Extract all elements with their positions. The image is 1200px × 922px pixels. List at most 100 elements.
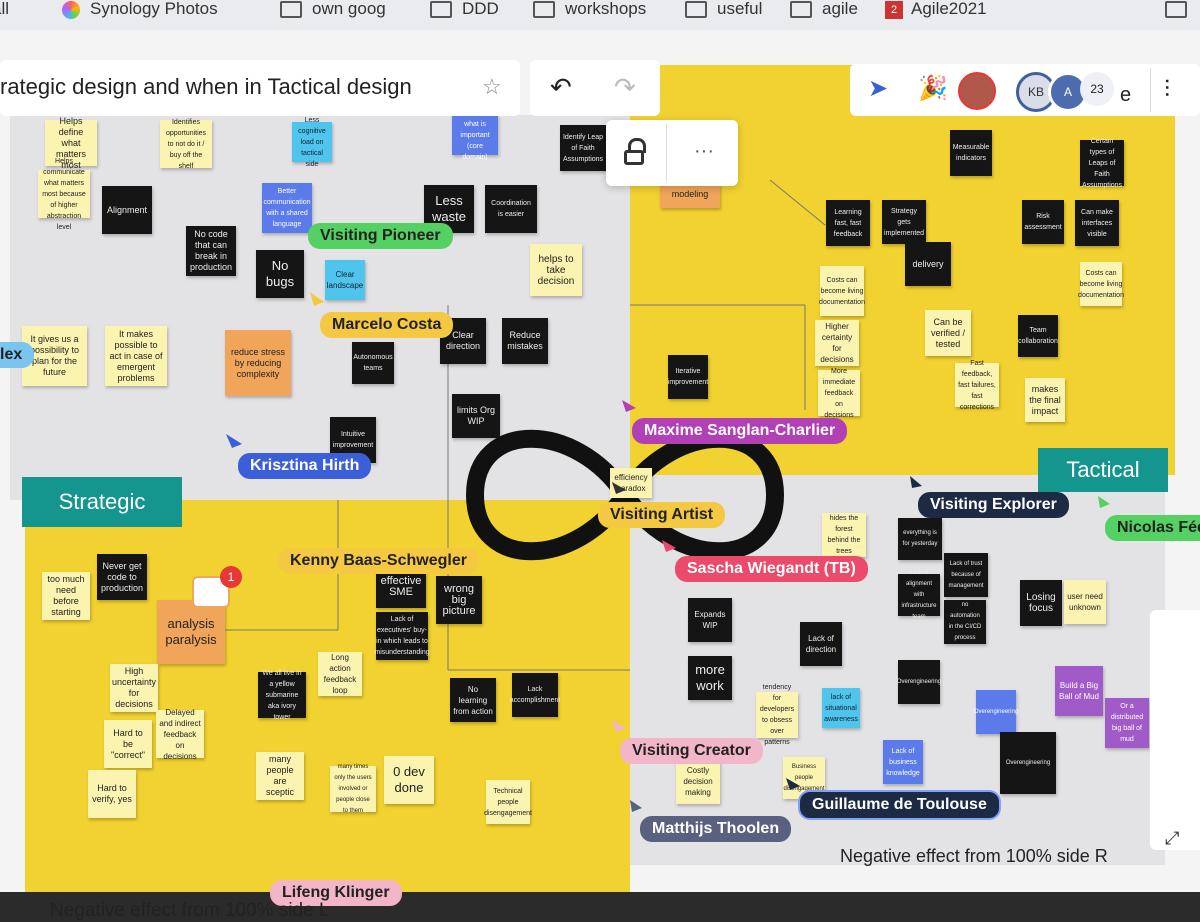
sticky-note[interactable]: Hard to be "correct"	[104, 720, 152, 768]
sticky-note[interactable]: tendency for developers to obsess over p…	[756, 684, 798, 746]
sticky-note[interactable]: Higher certainty for decisions	[815, 320, 859, 366]
sticky-note[interactable]: Losing focus	[1020, 580, 1062, 626]
sticky-note[interactable]: Autonomous teams	[352, 342, 394, 384]
whiteboard-canvas[interactable]: efficiency paradox Strategic Tactical He…	[0, 30, 1200, 921]
sticky-note[interactable]: analysis paralysis	[157, 600, 225, 664]
sticky-note[interactable]: Costly decision making	[676, 758, 720, 804]
sticky-note[interactable]: Less cognitive load on tactical side	[292, 117, 332, 168]
sticky-note[interactable]: Lack of trust because of management	[944, 553, 988, 597]
sticky-note[interactable]: no automation in the CI/CD process	[944, 600, 986, 644]
sticky-note[interactable]: Overengineering	[974, 690, 1018, 734]
sticky-note[interactable]: Alignment	[102, 186, 152, 234]
sticky-note[interactable]: helps to take decision	[530, 244, 582, 296]
sticky-note[interactable]: Overengineering	[897, 660, 941, 704]
sticky-note[interactable]: Lack accomplishment	[509, 673, 561, 717]
sticky-note[interactable]: More immediate feedback on decisions	[818, 368, 860, 419]
sticky-note[interactable]: Measurable indicators	[950, 130, 992, 176]
sticky-note[interactable]: Lack of direction	[800, 622, 842, 666]
sticky-note[interactable]: wrong big picture	[436, 576, 482, 624]
sticky-note[interactable]: Costs can become living documentation	[1078, 262, 1124, 306]
sticky-note[interactable]: It makes possible to act in case of emer…	[105, 326, 167, 386]
sticky-note[interactable]: delivery	[905, 242, 951, 286]
star-icon[interactable]: ☆	[482, 74, 502, 99]
sticky-note[interactable]: Identify Leap of Faith Assumptions	[560, 125, 606, 171]
lock-icon[interactable]	[624, 138, 648, 166]
note-text: Build a Big Ball of Mud	[1058, 681, 1100, 701]
note-text: 0 dev done	[393, 764, 425, 795]
undo-icon[interactable]: ↶	[550, 72, 572, 102]
bookmark-own-goog[interactable]: own goog	[280, 0, 386, 24]
sticky-note[interactable]: makes the final impact	[1025, 378, 1065, 422]
sticky-note[interactable]: Strategy gets implemented	[882, 200, 926, 244]
sticky-note[interactable]: Reduce mistakes	[502, 318, 548, 364]
sticky-note[interactable]: Overengineering	[1000, 732, 1056, 794]
strategic-label[interactable]: Strategic	[22, 477, 182, 527]
sticky-note[interactable]: everything is for yesterday	[898, 518, 942, 560]
sticky-note[interactable]: reduce stress by reducing complexity	[225, 330, 291, 396]
bookmark-all[interactable]: all	[0, 0, 10, 18]
sticky-note[interactable]: Better communication with a shared langu…	[262, 183, 312, 233]
sticky-note[interactable]: Identifies opportunities to not do it / …	[160, 119, 212, 170]
redo-icon[interactable]: ↷	[614, 72, 636, 102]
sticky-note[interactable]: Expands WIP	[688, 598, 732, 642]
tactical-label[interactable]: Tactical	[1038, 448, 1168, 492]
sticky-note[interactable]: No bugs	[256, 250, 304, 298]
sticky-note[interactable]: Build a Big Ball of Mud	[1055, 666, 1103, 716]
sticky-note[interactable]: Hard to verify, yes	[88, 770, 136, 818]
sticky-note[interactable]: too much need before starting	[42, 572, 90, 620]
bookmark-agile[interactable]: agile	[790, 0, 858, 24]
sticky-note[interactable]: Long action feedback loop	[318, 652, 362, 696]
sticky-note[interactable]: We all live in a yellow submarine aka iv…	[258, 670, 306, 721]
bookmark-folder-partial[interactable]	[1165, 0, 1197, 24]
bookmark-ddd[interactable]: DDD	[430, 0, 499, 24]
settings-sliders-icon[interactable]: ⫶	[1164, 76, 1170, 103]
sticky-note[interactable]: Lack of business knowledge	[883, 740, 923, 784]
sticky-note[interactable]: Learning fast, fast feedback	[826, 200, 870, 246]
sticky-note[interactable]: Clear landscape	[325, 260, 365, 300]
filter-cursor-icon[interactable]: ➤	[868, 75, 889, 102]
sticky-note[interactable]: High uncertainty for decisions	[110, 664, 158, 712]
sticky-note[interactable]: Lack of executives' buy-in which leads t…	[374, 612, 430, 660]
sticky-note[interactable]: Clear direction	[440, 318, 486, 364]
avatar[interactable]	[958, 72, 996, 110]
sticky-note[interactable]: hides the forest behind the trees	[822, 513, 866, 557]
sticky-note[interactable]: Or a distributed big ball of mud	[1105, 698, 1149, 748]
sticky-note[interactable]: Technical people disengagement	[484, 780, 532, 824]
sticky-note[interactable]: Can make interfaces visible	[1075, 200, 1119, 246]
participant-count[interactable]: 23	[1080, 72, 1114, 106]
note-text: Lack accomplishment	[509, 686, 561, 704]
sticky-note[interactable]: Certain types of Leaps of Faith Assumpti…	[1080, 138, 1124, 189]
bookmark-workshops[interactable]: workshops	[533, 0, 646, 24]
sticky-note[interactable]: many people are sceptic	[256, 752, 304, 800]
sticky-note[interactable]: Lack of alignment with infrastructure te…	[898, 570, 940, 620]
sticky-note[interactable]: lack of situational awareness	[822, 688, 860, 728]
sticky-note[interactable]: Costs can become living documentation	[819, 266, 865, 316]
sticky-note[interactable]: Can be verified / tested	[925, 310, 971, 356]
note-text: lack of situational awareness	[824, 693, 858, 723]
more-options-icon[interactable]: ···	[694, 140, 714, 162]
expand-icon[interactable]: ⤢	[1165, 828, 1180, 848]
sticky-note[interactable]: Helps define what matters most	[45, 116, 97, 170]
sticky-note[interactable]: No code that can break in production	[186, 226, 236, 276]
sticky-note[interactable]: Iterative improvement	[668, 355, 708, 399]
sticky-note[interactable]: No learning from action	[450, 678, 496, 722]
sticky-note[interactable]: many times only the users involved or pe…	[330, 764, 376, 814]
bookmark-useful[interactable]: useful	[685, 0, 762, 24]
sticky-note[interactable]: user need unknown	[1064, 580, 1106, 624]
sticky-note[interactable]: Never get code to production	[97, 554, 147, 600]
notification-badge[interactable]: 1	[220, 566, 242, 588]
sticky-note[interactable]: Coordination is easier	[485, 185, 537, 233]
sticky-note[interactable]: limits Org WIP	[452, 394, 500, 438]
sticky-note[interactable]: Risk assessment	[1022, 200, 1064, 244]
bookmark-synology-photos[interactable]: Synology Photos	[62, 0, 218, 24]
sticky-note[interactable]: Helps communicate what matters most beca…	[38, 158, 90, 231]
sticky-note[interactable]: more work	[688, 656, 732, 700]
sticky-note[interactable]: Delayed and indirect feedback on decisio…	[156, 708, 204, 761]
note-text: It gives us a possibility to plan for th…	[29, 334, 80, 377]
celebrate-icon[interactable]: 🎉	[918, 75, 948, 102]
sticky-note[interactable]: Fast feedback, fast failures, fast corre…	[955, 360, 999, 411]
sticky-note[interactable]: 0 dev done	[384, 756, 434, 804]
board-title[interactable]: rategic design and when in Tactical desi…	[0, 74, 412, 99]
sticky-note[interactable]: Team collaboration	[1018, 315, 1058, 357]
